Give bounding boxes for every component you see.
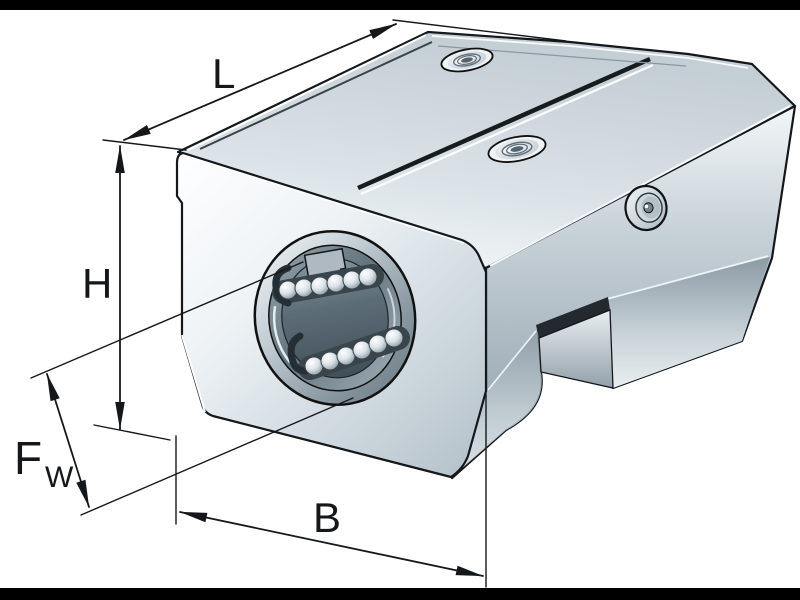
side-bottom-chamfer	[604, 257, 770, 388]
frame-bar-top	[0, 0, 800, 10]
extension-line-top-left	[102, 139, 187, 151]
dimension-line-width	[179, 511, 484, 577]
bearing-block-illustration	[175, 30, 797, 480]
extension-line-top-right	[392, 19, 567, 42]
leader-line-bore-top	[30, 261, 304, 379]
label-height: H	[82, 260, 112, 307]
mounting-hole-rear	[440, 47, 494, 73]
label-length: L	[212, 50, 235, 97]
label-bore-w-subscript: W	[45, 461, 74, 494]
back-edge-highlight	[431, 35, 749, 69]
label-width: B	[313, 494, 341, 541]
mounting-notch-top	[536, 297, 610, 338]
label-bore-f: F	[14, 432, 42, 484]
mounting-notch-wall	[538, 309, 614, 389]
front-top-highlight	[185, 155, 465, 244]
front-chamfer-highlight	[181, 334, 206, 413]
extension-line-height-bottom	[93, 424, 171, 441]
top-slot-groove	[357, 56, 651, 191]
retainer-hook-lower	[287, 332, 310, 375]
dimension-annotations	[30, 19, 567, 588]
side-front-chamfer	[452, 330, 542, 477]
bore-highlight-left	[272, 306, 292, 364]
dimension-line-bore	[46, 373, 90, 508]
ball-row-lower	[287, 326, 410, 380]
leader-line-bore-bottom	[80, 397, 354, 516]
chamfer-crease	[606, 255, 769, 300]
lube-nipple	[624, 184, 668, 232]
mounting-hole-front	[487, 135, 547, 163]
top-slot-highlight	[360, 63, 654, 196]
chamfer-crease-left	[487, 330, 537, 391]
frame-bar-bottom	[0, 588, 800, 600]
dimension-line-length	[123, 23, 397, 141]
